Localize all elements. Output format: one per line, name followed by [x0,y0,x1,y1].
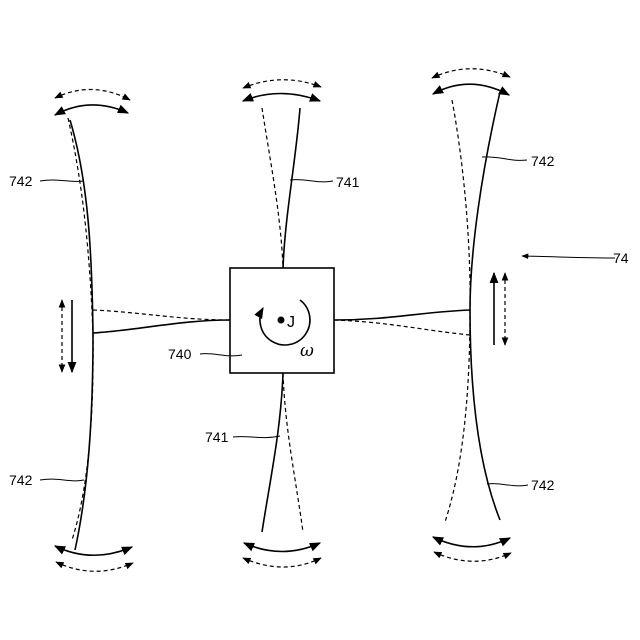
leader-center-bottom [233,436,280,438]
label-center-top-beam: 741 [336,174,360,190]
right-bottom-dashed-arc-arrow [434,552,511,561]
label-right-bottom-beam: 742 [531,477,555,493]
center-beam-lower [262,373,303,532]
right-connecting-beam [334,310,470,335]
leader-left-bottom [40,479,84,481]
label-left-bottom-beam: 742 [9,472,33,488]
leader-left-top [40,180,84,181]
right-bottom-solid-arc-arrow [433,537,510,547]
label-center-bottom-beam: 741 [205,429,229,445]
leader-center-top [290,180,333,182]
right-beam [445,92,500,522]
leader-assembly [522,256,615,258]
label-angular-velocity: ω [300,341,314,361]
center-top-solid-arc-arrow [243,94,320,102]
left-connecting-beam [93,310,230,333]
label-inertia: J [287,314,295,331]
right-top-solid-arc-arrow [433,84,509,95]
left-bottom-solid-arc-arrow [55,546,132,555]
center-bottom-dashed-arc-arrow [243,558,321,567]
label-assembly: 74 [613,250,629,266]
center-bottom-solid-arc-arrow [244,543,320,552]
leader-right-top [482,157,527,161]
right-top-dashed-arc-arrow [432,69,510,78]
center-top-dashed-arc-arrow [243,80,321,88]
label-left-top-beam: 742 [9,173,33,189]
center-of-mass-dot [278,317,285,324]
label-center-block: 740 [168,346,192,362]
center-beam-upper [262,108,300,268]
label-right-top-beam: 742 [531,153,555,169]
leader-right-bottom [487,484,528,486]
left-top-solid-arc-arrow [55,105,128,115]
left-top-dashed-arc-arrow [55,89,130,100]
left-bottom-dashed-arc-arrow [56,562,133,571]
